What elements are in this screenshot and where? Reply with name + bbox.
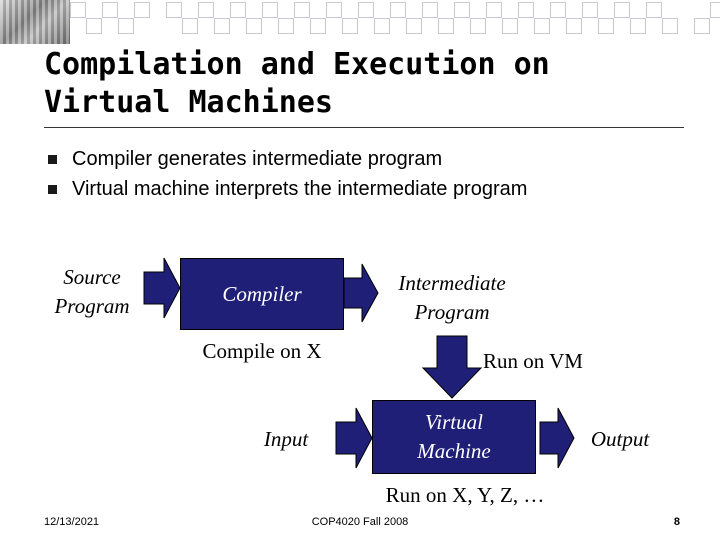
arrow-vm-to-output — [540, 408, 574, 468]
title-underline — [44, 127, 684, 128]
source-program-line: Program — [40, 292, 144, 321]
checker-cell — [246, 18, 262, 34]
checker-cell — [342, 18, 358, 34]
checker-cell — [454, 2, 470, 18]
checker-cell — [262, 2, 278, 18]
checker-cell — [406, 18, 422, 34]
compile-on-x-label: Compile on X — [186, 337, 338, 366]
run-on-vm-label: Run on VM — [468, 347, 598, 376]
virtual-machine-line: Virtual — [425, 408, 483, 437]
run-on-xyz-label: Run on X, Y, Z, … — [370, 481, 560, 510]
virtual-machine-box: Virtual Machine — [372, 400, 536, 474]
bullet-text: Virtual machine interprets the intermedi… — [72, 178, 527, 200]
arrow-input-to-vm — [336, 408, 372, 468]
checker-cell — [646, 2, 662, 18]
checker-cell — [214, 18, 230, 34]
footer-date: 12/13/2021 — [44, 516, 99, 528]
checker-cell — [390, 2, 406, 18]
checker-cell — [502, 18, 518, 34]
checker-cell — [102, 2, 118, 18]
checker-cell — [358, 2, 374, 18]
header-checker-pattern — [70, 0, 720, 34]
checker-cell — [614, 2, 630, 18]
virtual-machine-line: Machine — [417, 437, 490, 466]
checker-cell — [582, 2, 598, 18]
checker-cell — [86, 18, 102, 34]
checker-cell — [374, 18, 390, 34]
checker-cell — [70, 2, 86, 18]
bullet-square-icon — [48, 155, 57, 164]
compiler-box: Compiler — [180, 258, 344, 330]
checker-cell — [550, 2, 566, 18]
checker-cell — [326, 2, 342, 18]
intermediate-program-label: Intermediate Program — [382, 269, 522, 327]
checker-cell — [230, 2, 246, 18]
bullet-item: Virtual machine interprets the intermedi… — [48, 174, 527, 204]
slide-title: Compilation and Execution on Virtual Mac… — [44, 46, 684, 122]
checker-cell — [694, 18, 710, 34]
checker-cell — [486, 2, 502, 18]
checker-cell — [710, 2, 720, 18]
checker-cell — [598, 18, 614, 34]
source-program-label: Source Program — [40, 263, 144, 321]
bullet-item: Compiler generates intermediate program — [48, 144, 527, 174]
checker-cell — [470, 18, 486, 34]
arrow-compiler-to-intermediate — [344, 264, 378, 322]
arrow-source-to-compiler — [144, 258, 180, 318]
source-program-line: Source — [40, 263, 144, 292]
checker-cell — [198, 2, 214, 18]
checker-cell — [166, 2, 182, 18]
intermediate-program-line: Program — [382, 298, 522, 327]
compiler-label: Compiler — [222, 280, 301, 309]
checker-cell — [534, 18, 550, 34]
checker-cell — [422, 2, 438, 18]
footer-page-number: 8 — [660, 516, 680, 528]
input-label: Input — [250, 425, 322, 454]
checker-cell — [278, 18, 294, 34]
output-label: Output — [578, 425, 662, 454]
checker-cell — [662, 18, 678, 34]
checker-cell — [118, 18, 134, 34]
checker-cell — [134, 2, 150, 18]
checker-cell — [566, 18, 582, 34]
bullet-square-icon — [48, 185, 57, 194]
intermediate-program-line: Intermediate — [382, 269, 522, 298]
checker-cell — [518, 2, 534, 18]
checker-cell — [438, 18, 454, 34]
checker-cell — [630, 18, 646, 34]
checker-cell — [310, 18, 326, 34]
checker-cell — [294, 2, 310, 18]
bullet-list: Compiler generates intermediate program … — [48, 144, 527, 204]
header-photo — [0, 0, 70, 44]
checker-cell — [182, 18, 198, 34]
footer-course: COP4020 Fall 2008 — [300, 516, 420, 528]
bullet-text: Compiler generates intermediate program — [72, 148, 442, 170]
